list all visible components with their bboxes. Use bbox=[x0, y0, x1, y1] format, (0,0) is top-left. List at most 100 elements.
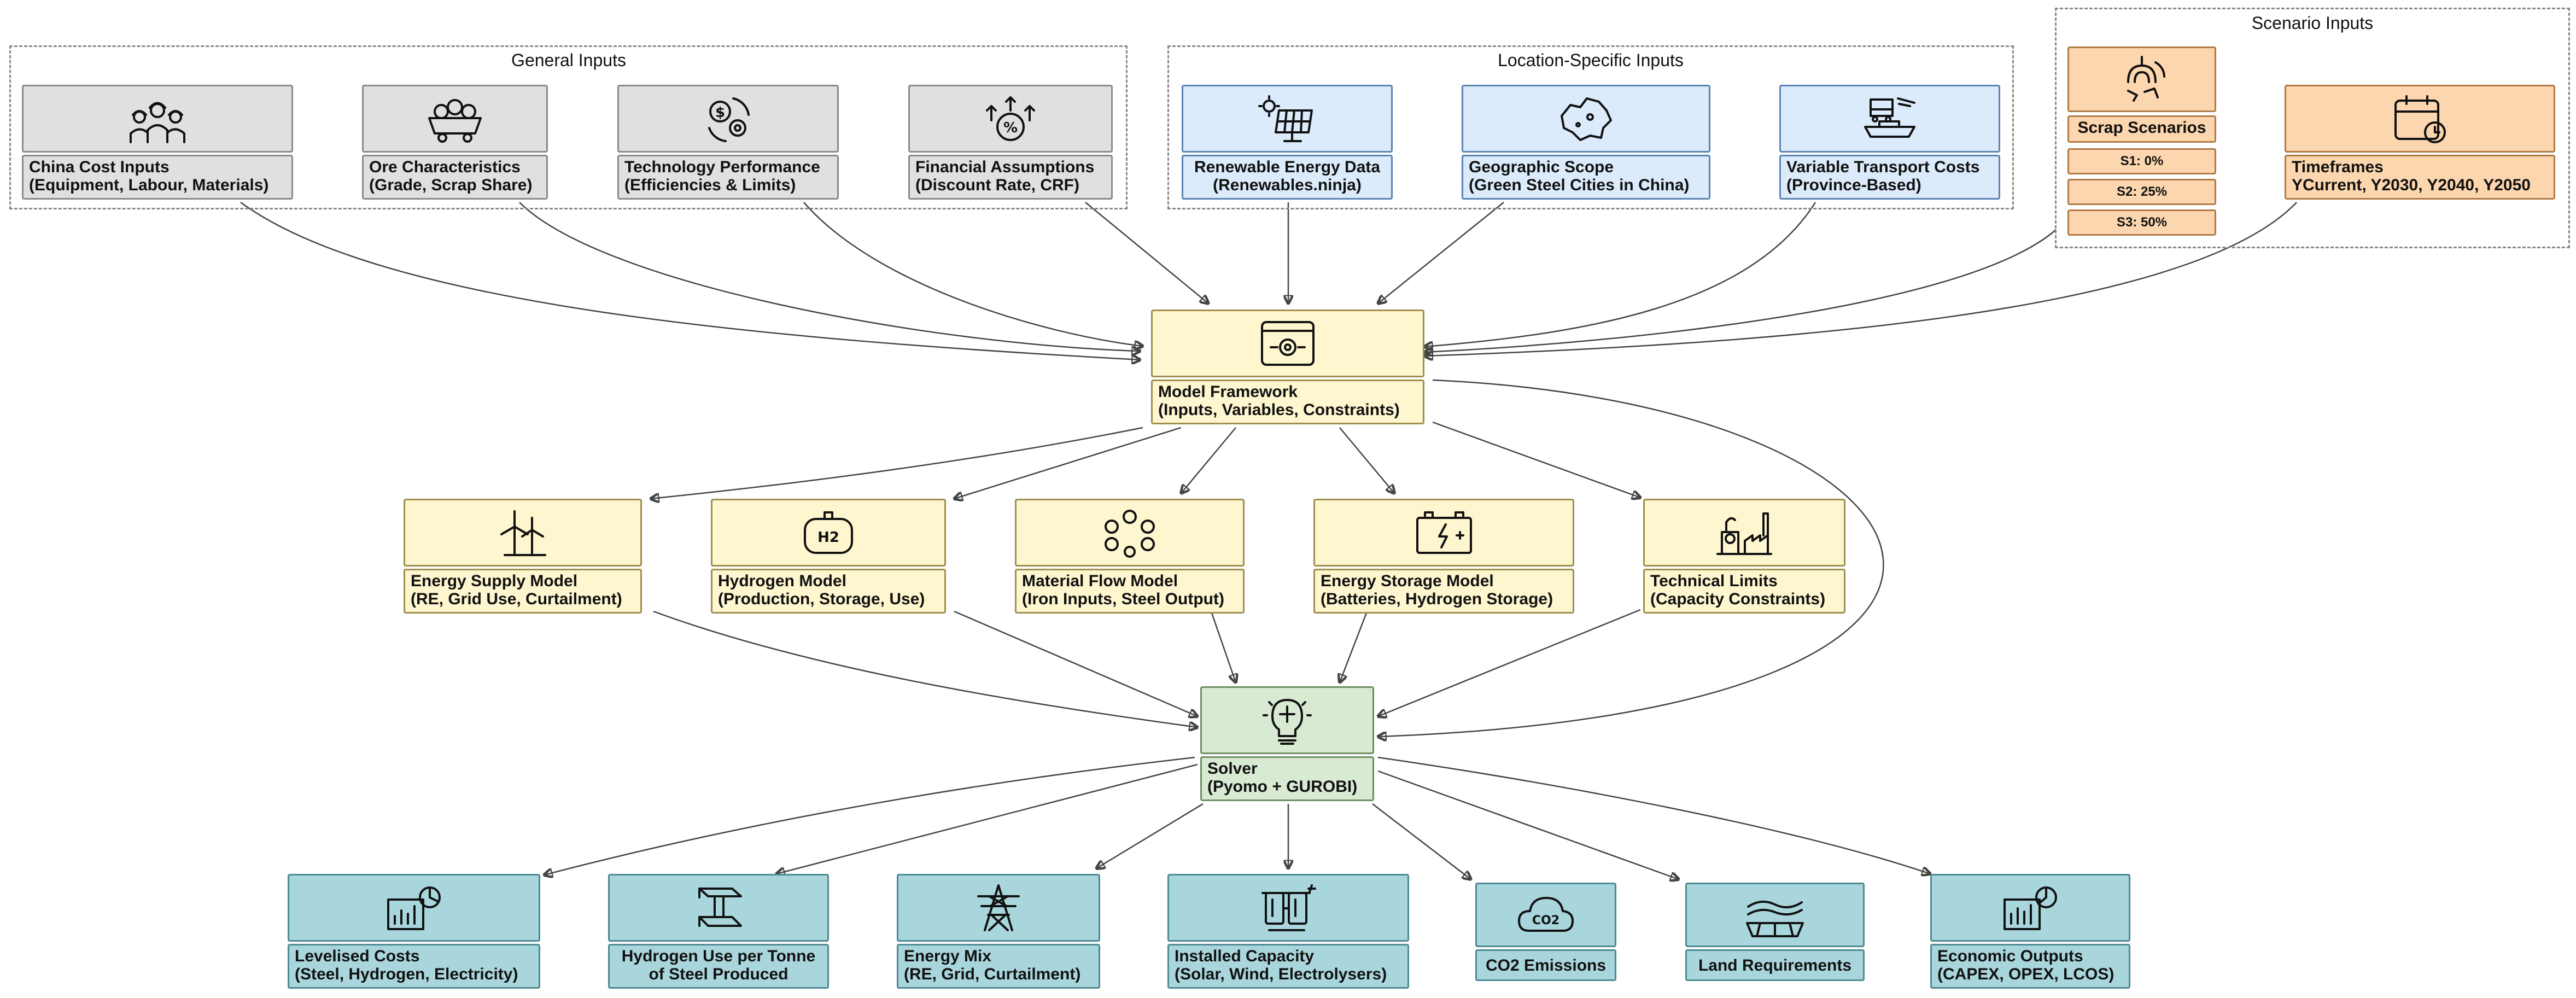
solver-node: Solver (Pyomo + GUROBI) bbox=[1200, 686, 1374, 801]
economic-outputs-label: Economic Outputs (CAPEX, OPEX, LCOS) bbox=[1930, 944, 2130, 989]
hydrogen-model-label: Hydrogen Model (Production, Storage, Use… bbox=[711, 569, 946, 614]
material-flow-model-label: Material Flow Model (Iron Inputs, Steel … bbox=[1015, 569, 1245, 614]
arrow-hydrogen-to-solver bbox=[954, 610, 1198, 716]
svg-text:$: $ bbox=[715, 104, 725, 121]
svg-text:CO2: CO2 bbox=[1532, 914, 1559, 927]
arrow-solver-to-land bbox=[1377, 770, 1679, 879]
installed-capacity-node: Installed Capacity (Solar, Wind, Electro… bbox=[1167, 874, 1409, 989]
scrap-scenarios-label: Scrap Scenarios bbox=[2067, 115, 2216, 143]
arrow-framework-to-technical-limits bbox=[1432, 421, 1640, 498]
renewable-energy-data-label: Renewable Energy Data (Renewables.ninja) bbox=[1182, 155, 1393, 200]
svg-text:H2: H2 bbox=[817, 529, 839, 546]
hydrogen-use-label: Hydrogen Use per Tonne of Steel Produced bbox=[608, 944, 829, 989]
location-inputs-title: Location-Specific Inputs bbox=[1498, 50, 1684, 70]
land-field-icon bbox=[1746, 900, 1804, 937]
arrow-framework-to-hydrogen bbox=[954, 427, 1182, 499]
svg-text:%: % bbox=[1003, 120, 1018, 136]
calendar-clock-icon bbox=[2394, 95, 2446, 143]
technical-limits-label: Technical Limits (Capacity Constraints) bbox=[1643, 569, 1845, 614]
timeframes-label: Timeframes YCurrent, Y2030, Y2040, Y2050 bbox=[2285, 155, 2555, 200]
arrow-solver-to-energy-mix bbox=[1096, 803, 1204, 868]
energy-mix-node: Energy Mix (RE, Grid, Curtailment) bbox=[897, 874, 1100, 989]
ore-characteristics-label: Ore Characteristics (Grade, Scrap Share) bbox=[362, 155, 548, 200]
arrow-geo-to-framework bbox=[1378, 202, 1504, 304]
arrow-tech-to-framework bbox=[803, 202, 1143, 346]
levelised-costs-node: Levelised Costs (Steel, Hydrogen, Electr… bbox=[288, 874, 540, 989]
scrap-scenarios-node: Scrap Scenarios S1: 0% S2: 25% S3: 50% bbox=[2067, 46, 2216, 238]
arrow-energy-storage-to-solver bbox=[1340, 611, 1368, 682]
hydrogen-use-node: Hydrogen Use per Tonne of Steel Produced bbox=[608, 874, 829, 989]
arrow-solver-to-levelised bbox=[544, 756, 1195, 875]
energy-supply-model-node: Energy Supply Model (RE, Grid Use, Curta… bbox=[404, 499, 642, 614]
arrow-material-flow-to-solver bbox=[1210, 611, 1236, 682]
arrow-solver-to-economic bbox=[1377, 756, 1930, 874]
flow-circles-icon bbox=[1105, 510, 1155, 558]
electrolyser-icon bbox=[1261, 884, 1316, 931]
transport-icon bbox=[1864, 97, 1915, 138]
arrow-solver-to-hydrogen-use bbox=[776, 763, 1198, 874]
scrap-scenario-s2: S2: 25% bbox=[2067, 179, 2216, 205]
energy-storage-model-label: Energy Storage Model (Batteries, Hydroge… bbox=[1313, 569, 1574, 614]
h2-tank-icon: H2 bbox=[804, 511, 853, 554]
technology-performance-label: Technology Performance (Efficiencies & L… bbox=[617, 155, 839, 200]
scrap-scenario-s3: S3: 50% bbox=[2067, 209, 2216, 236]
economic-chart-icon bbox=[2003, 886, 2057, 930]
gear-dollar-cycle-icon: $ bbox=[708, 97, 750, 142]
technical-limits-node: Technical Limits (Capacity Constraints) bbox=[1643, 499, 1845, 614]
installed-capacity-label: Installed Capacity (Solar, Wind, Electro… bbox=[1167, 944, 1409, 989]
model-framework-label: Model Framework (Inputs, Variables, Cons… bbox=[1151, 380, 1424, 424]
variable-transport-costs-node: Variable Transport Costs (Province-Based… bbox=[1779, 85, 2000, 200]
financial-assumptions-label: Financial Assumptions (Discount Rate, CR… bbox=[908, 155, 1113, 200]
arrow-energy-supply-to-solver bbox=[653, 610, 1198, 727]
arrow-china-cost-to-framework bbox=[240, 201, 1140, 360]
geographic-scope-label: Geographic Scope (Green Steel Cities in … bbox=[1462, 155, 1710, 200]
arrow-ore-to-framework bbox=[519, 202, 1140, 351]
factory-icon bbox=[1716, 512, 1772, 555]
variable-transport-costs-label: Variable Transport Costs (Province-Based… bbox=[1779, 155, 2000, 200]
ore-cart-icon bbox=[428, 99, 482, 143]
china-map-icon bbox=[1560, 97, 1612, 141]
arrow-transport-to-framework bbox=[1424, 202, 1816, 347]
scrap-scenario-s1: S1: 0% bbox=[2067, 148, 2216, 174]
model-framework-node: Model Framework (Inputs, Variables, Cons… bbox=[1151, 310, 1424, 424]
renewable-energy-data-node: Renewable Energy Data (Renewables.ninja) bbox=[1182, 85, 1393, 200]
energy-supply-model-label: Energy Supply Model (RE, Grid Use, Curta… bbox=[404, 569, 642, 614]
arrow-finance-to-framework bbox=[1085, 202, 1208, 304]
arrow-framework-to-solver bbox=[1378, 379, 1884, 737]
hydrogen-model-node: H2 Hydrogen Model (Production, Storage, … bbox=[711, 499, 946, 614]
geographic-scope-node: Geographic Scope (Green Steel Cities in … bbox=[1462, 85, 1710, 200]
arrow-technical-limits-to-solver bbox=[1378, 609, 1641, 716]
lightbulb-puzzle-icon bbox=[1263, 699, 1312, 745]
browser-settings-icon bbox=[1261, 321, 1315, 366]
ore-characteristics-node: Ore Characteristics (Grade, Scrap Share) bbox=[362, 85, 548, 200]
levelised-costs-label: Levelised Costs (Steel, Hydrogen, Electr… bbox=[288, 944, 540, 989]
land-requirements-label: Land Requirements bbox=[1685, 949, 1865, 981]
general-inputs-title: General Inputs bbox=[511, 50, 626, 70]
timeframes-node: Timeframes YCurrent, Y2030, Y2040, Y2050 bbox=[2285, 85, 2555, 200]
co2-emissions-label: CO2 Emissions bbox=[1475, 949, 1616, 981]
co2-emissions-node: CO2 CO2 Emissions bbox=[1475, 883, 1616, 981]
financial-assumptions-node: % Financial Assumptions (Discount Rate, … bbox=[908, 85, 1113, 200]
power-pylon-icon bbox=[977, 884, 1020, 931]
steel-beam-icon bbox=[698, 888, 742, 927]
general-inputs-frame bbox=[9, 45, 1128, 209]
energy-storage-model-node: Energy Storage Model (Batteries, Hydroge… bbox=[1313, 499, 1574, 614]
scenario-inputs-frame bbox=[2055, 8, 2570, 248]
technology-performance-node: $ Technology Performance (Efficiencies &… bbox=[617, 85, 839, 200]
scenario-inputs-title: Scenario Inputs bbox=[2251, 13, 2374, 33]
location-inputs-frame bbox=[1167, 45, 2014, 209]
wind-turbine-icon bbox=[500, 510, 546, 556]
solar-panel-icon bbox=[1258, 95, 1313, 142]
arrow-framework-to-energy-storage bbox=[1339, 427, 1394, 493]
scrap-grab-icon bbox=[2127, 56, 2165, 102]
workers-icon bbox=[130, 102, 185, 143]
arrow-scrap-to-framework bbox=[1424, 229, 2057, 352]
arrow-solver-to-co2 bbox=[1372, 803, 1471, 879]
arrow-timeframes-to-framework bbox=[1424, 202, 2297, 356]
china-cost-inputs-label: China Cost Inputs (Equipment, Labour, Ma… bbox=[22, 155, 293, 200]
economic-outputs-node: Economic Outputs (CAPEX, OPEX, LCOS) bbox=[1930, 874, 2130, 989]
percent-growth-icon: % bbox=[986, 96, 1035, 141]
material-flow-model-node: Material Flow Model (Iron Inputs, Steel … bbox=[1015, 499, 1245, 614]
